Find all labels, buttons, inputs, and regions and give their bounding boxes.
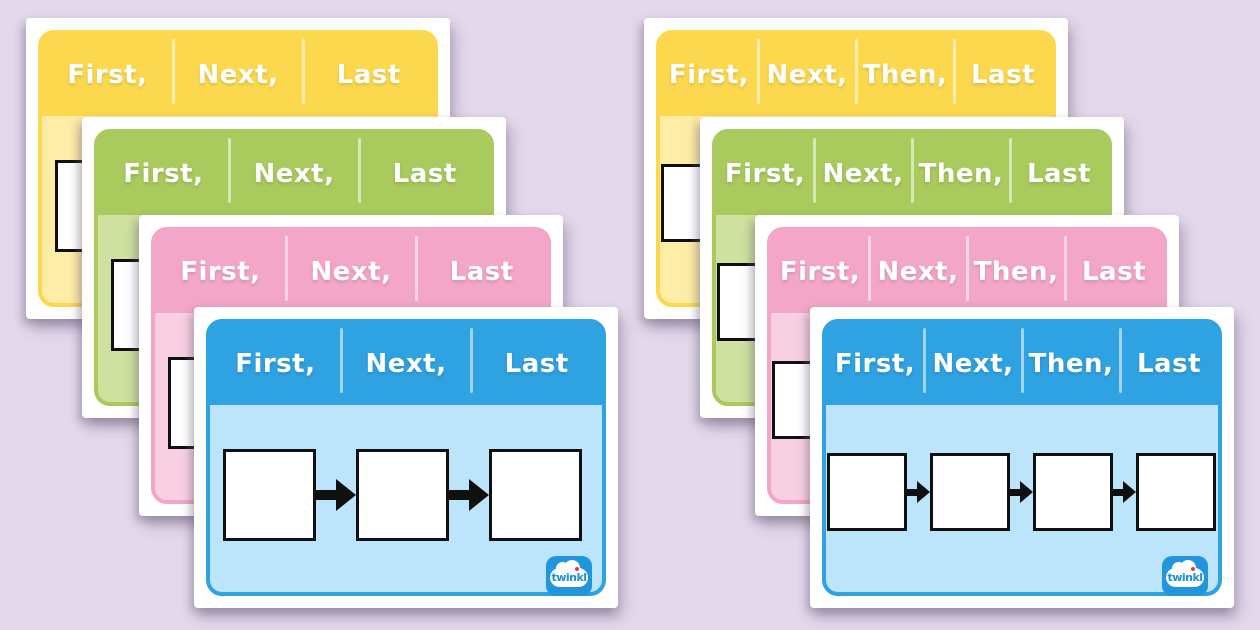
header-divider [813, 138, 816, 203]
header-divider [227, 138, 231, 203]
header-divider [953, 39, 956, 104]
header-divider [358, 138, 362, 203]
header-label-next: Next, [766, 60, 848, 90]
card-header: First, Next, Then, Last [660, 34, 1052, 116]
header-label-first: First, [235, 349, 316, 379]
sequence-box [223, 449, 316, 541]
header-label-first: First, [779, 257, 861, 287]
card-first-next-then-last-blue: First, Next, Then, Last [810, 307, 1234, 608]
header-label-last: Last [392, 159, 457, 189]
header-divider [923, 328, 926, 393]
header-label-last: Last [1026, 159, 1092, 189]
header-label-next: Next, [253, 159, 335, 189]
arrow-right-icon [1113, 481, 1136, 503]
header-divider [855, 39, 858, 104]
sequence-box [827, 453, 907, 531]
header-label-next: Next, [197, 60, 279, 90]
sequence-box [356, 449, 449, 541]
card-header: First, Next, Then, Last [771, 231, 1163, 313]
header-divider [1009, 138, 1012, 203]
header-label-first: First, [180, 257, 261, 287]
twinkl-logo-text: twinkl [551, 571, 587, 584]
card-panel: First, Next, Last [206, 319, 606, 596]
twinkl-cloud-icon [1166, 560, 1204, 587]
header-label-then: Then, [862, 60, 948, 90]
card-header: First, Next, Then, Last [826, 323, 1218, 405]
header-label-next: Next, [310, 257, 392, 287]
header-divider [470, 328, 474, 393]
twinkl-cloud-icon [550, 560, 588, 587]
arrow-right-icon [1010, 481, 1033, 503]
card-body: twinkl [826, 405, 1218, 596]
header-label-next: Next, [932, 349, 1014, 379]
header-divider [302, 39, 306, 104]
card-header: First, Next, Last [98, 133, 490, 215]
header-label-last: Last [449, 257, 514, 287]
header-label-next: Next, [877, 257, 959, 287]
card-header: First, Next, Last [210, 323, 602, 405]
sequence-row [827, 453, 1216, 531]
twinkl-logo-dot-icon [575, 567, 579, 571]
header-label-first: First, [123, 159, 204, 189]
sequence-box [1033, 453, 1113, 531]
header-divider [1064, 236, 1067, 301]
header-divider [1021, 328, 1024, 393]
header-label-last: Last [504, 349, 569, 379]
header-divider [911, 138, 914, 203]
card-header: First, Next, Then, Last [716, 133, 1108, 215]
header-label-first: First, [724, 159, 806, 189]
arrow-right-icon [907, 481, 930, 503]
card-body: twinkl [210, 405, 602, 596]
arrow-right-icon [449, 479, 489, 511]
sequence-box [489, 449, 582, 541]
header-label-first: First, [834, 349, 916, 379]
header-divider [284, 236, 288, 301]
header-label-last: Last [1136, 349, 1202, 379]
header-label-then: Then, [918, 159, 1004, 189]
header-label-first: First, [668, 60, 750, 90]
header-label-then: Then, [973, 257, 1059, 287]
header-label-then: Then, [1028, 349, 1114, 379]
twinkl-logo-text: twinkl [1167, 571, 1203, 584]
header-divider [339, 328, 343, 393]
header-divider [966, 236, 969, 301]
header-label-last: Last [970, 60, 1036, 90]
header-label-next: Next, [822, 159, 904, 189]
sequence-box [1136, 453, 1216, 531]
header-label-last: Last [1081, 257, 1147, 287]
twinkl-logo: twinkl [1162, 556, 1208, 596]
header-label-next: Next, [365, 349, 447, 379]
header-divider [171, 39, 175, 104]
card-header: First, Next, Last [42, 34, 434, 116]
card-panel: First, Next, Then, Last [822, 319, 1222, 596]
sequence-box [930, 453, 1010, 531]
arrow-right-icon [316, 479, 356, 511]
header-label-first: First, [67, 60, 148, 90]
twinkl-logo: twinkl [546, 556, 592, 596]
header-divider [1119, 328, 1122, 393]
card-header: First, Next, Last [155, 231, 547, 313]
header-divider [757, 39, 760, 104]
twinkl-logo-dot-icon [1191, 567, 1195, 571]
sequence-row [223, 449, 582, 541]
header-divider [868, 236, 871, 301]
card-first-next-last-blue: First, Next, Last [194, 307, 618, 608]
header-divider [415, 236, 419, 301]
header-label-last: Last [336, 60, 401, 90]
